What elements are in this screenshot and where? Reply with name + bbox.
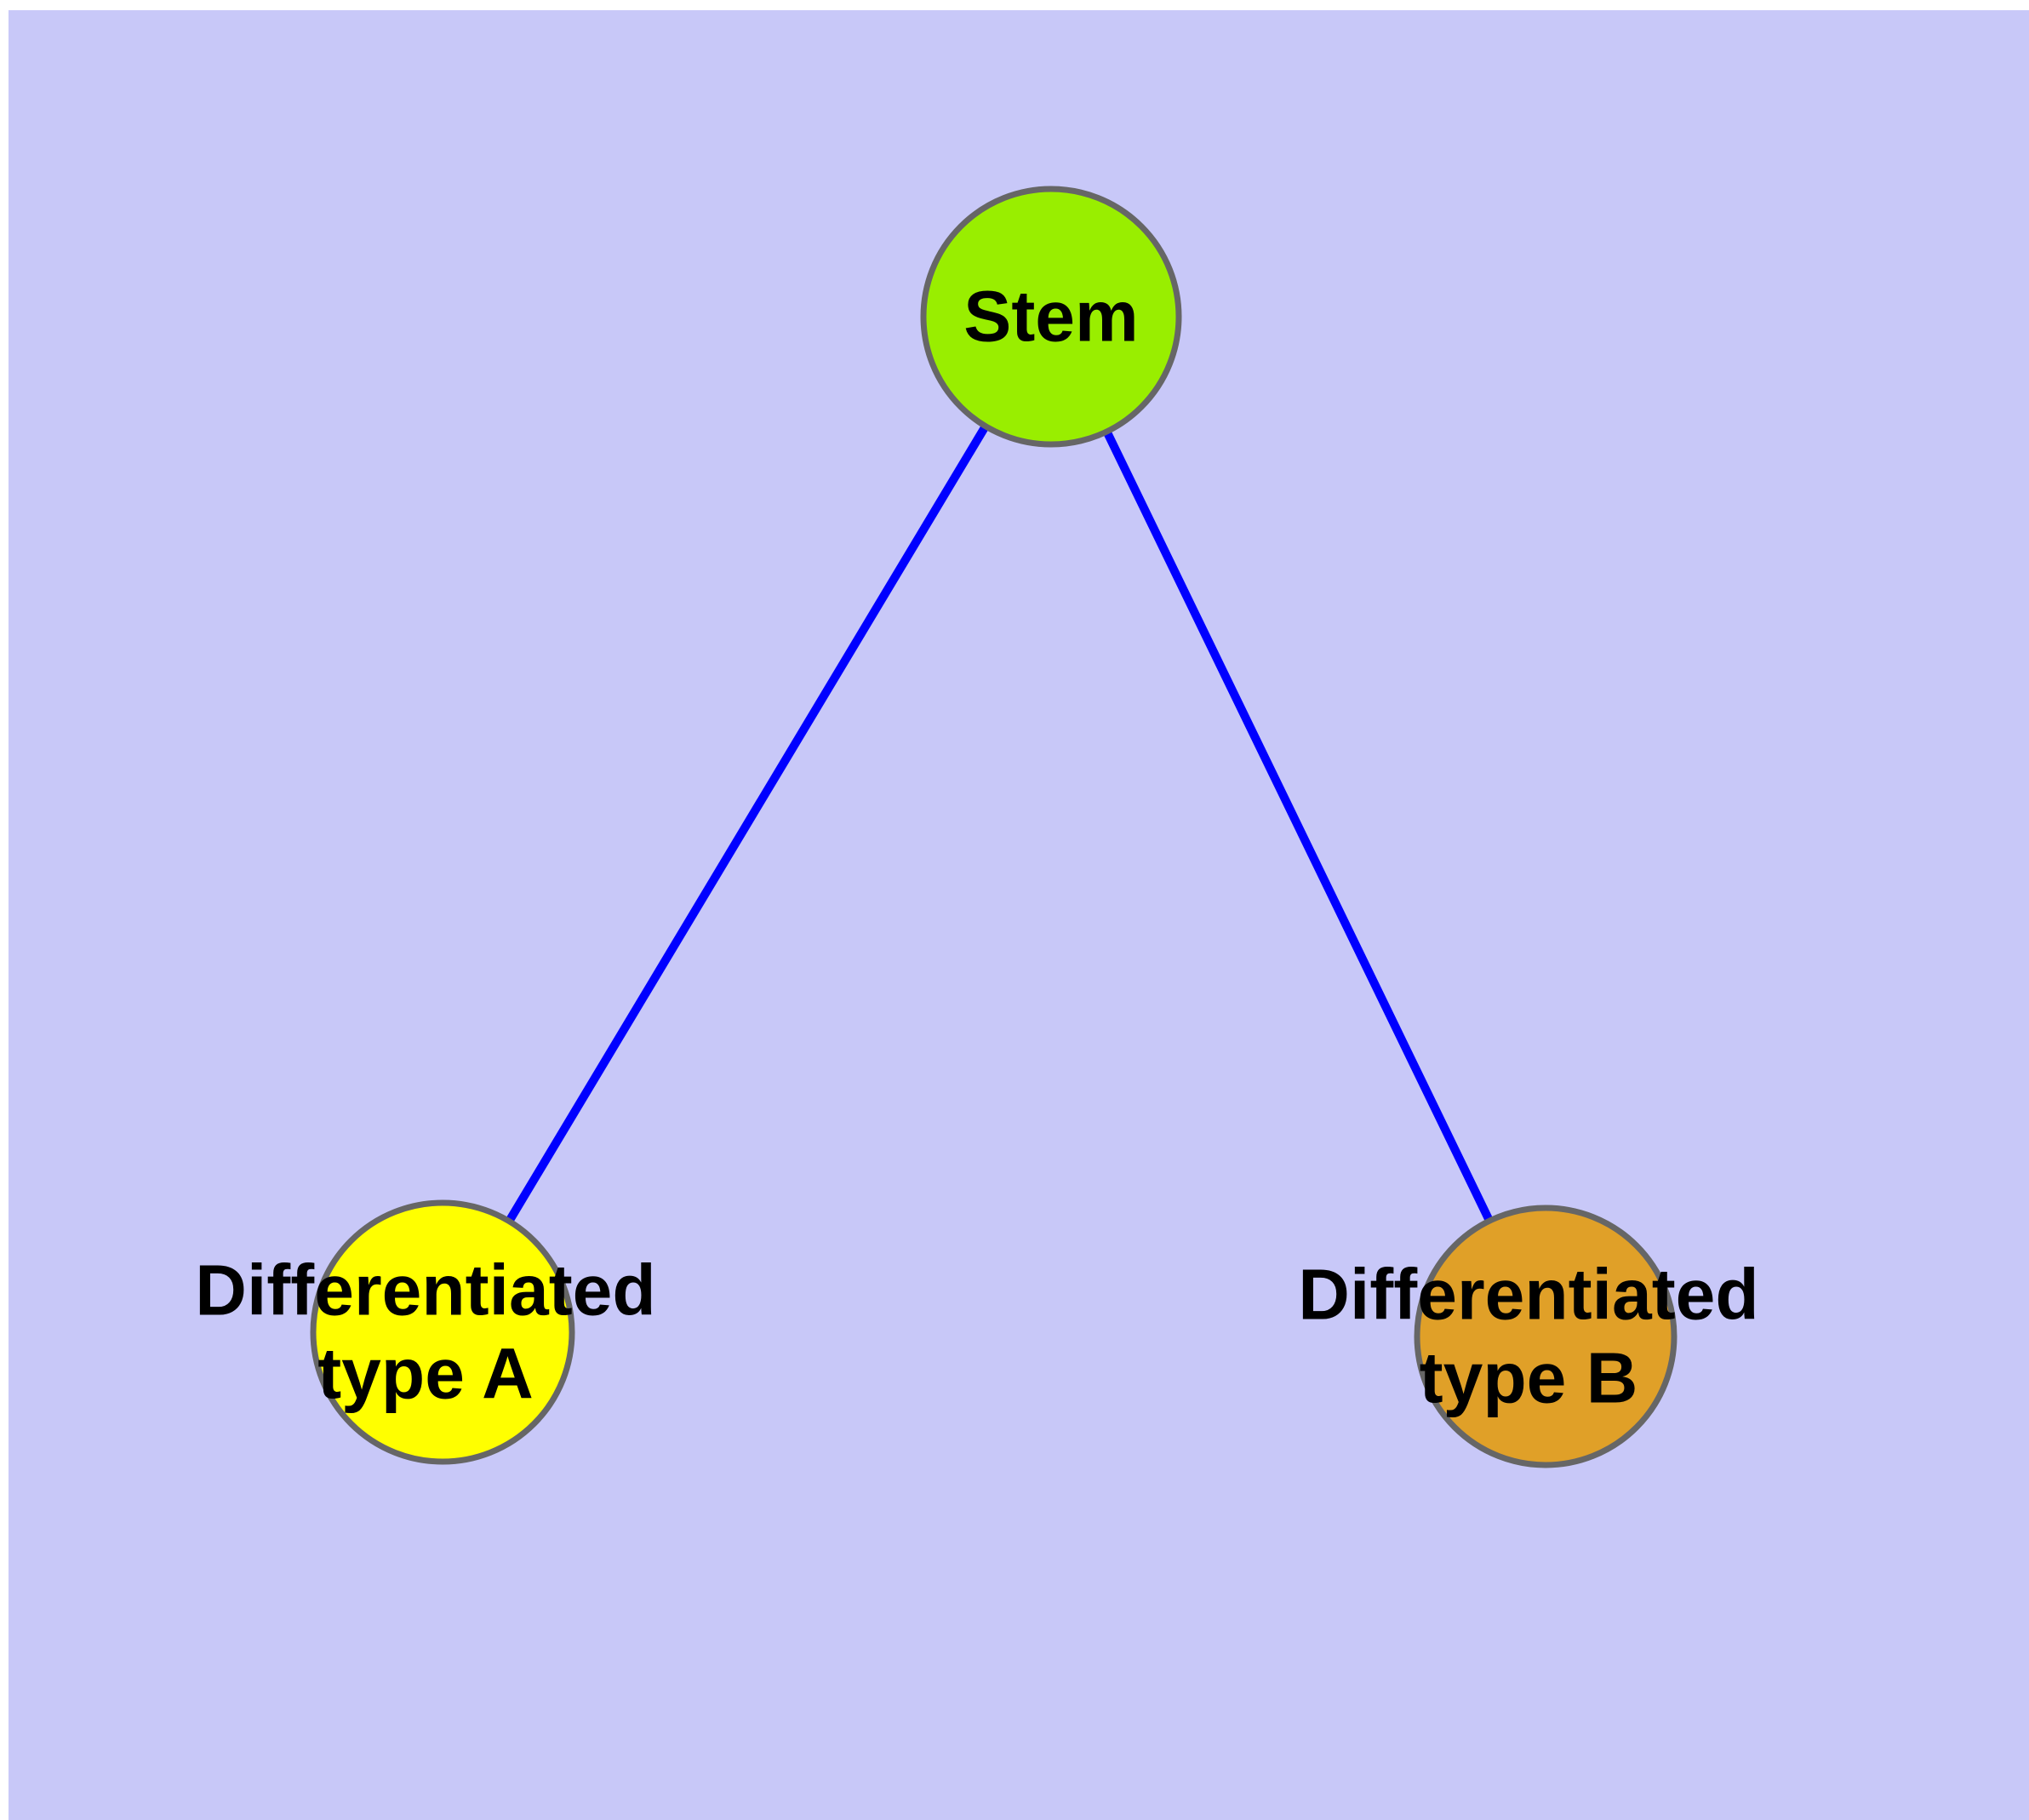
- node-label-line: Stem: [963, 277, 1138, 357]
- node-label-line: type A: [317, 1334, 534, 1414]
- node-circle-diff_b[interactable]: [1414, 1205, 1677, 1468]
- edge-layer: [505, 424, 1494, 1224]
- node-stem[interactable]: Stem: [920, 186, 1182, 448]
- node-label-line: Differentiated: [195, 1251, 655, 1331]
- node-label-stem: Stem: [963, 277, 1138, 357]
- edge-stem-diff-a: [505, 424, 990, 1224]
- node-circle-diff_a[interactable]: [310, 1199, 575, 1465]
- node-label-line: Differentiated: [1298, 1255, 1758, 1335]
- node-label-line: type B: [1420, 1338, 1638, 1418]
- edge-stem-diff-b: [1102, 429, 1494, 1223]
- node-circle-stem[interactable]: [920, 186, 1182, 448]
